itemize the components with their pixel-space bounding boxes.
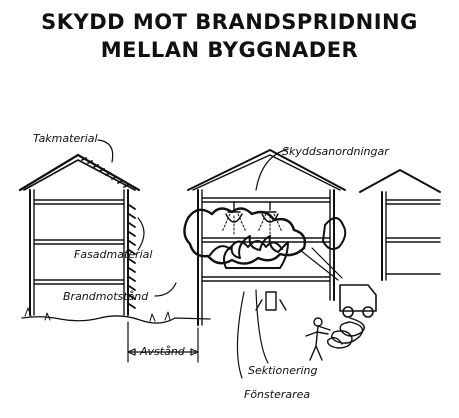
roof-material-hatching (81, 157, 129, 188)
label-brandmotstand: Brandmotstånd (63, 290, 149, 303)
diagram-title-line2: MELLAN BYGGNADER (100, 38, 359, 62)
label-fonsterarea: Fönsterarea (244, 388, 310, 401)
fire-smoke-cloud (183, 207, 307, 265)
firefighter (305, 317, 329, 361)
facade-material-hatching (128, 204, 136, 309)
leader-skyddsanordningar (255, 148, 289, 191)
leader-fasadmaterial (137, 217, 145, 251)
label-sektionering: Sektionering (248, 364, 318, 377)
right-building (359, 169, 441, 281)
label-takmaterial: Takmaterial (33, 132, 98, 145)
flames (223, 235, 289, 269)
sprinkler-right (257, 201, 283, 235)
left-building (18, 153, 141, 316)
leader-fonsterarea (236, 291, 245, 379)
label-fasadmaterial: Fasadmaterial (74, 248, 152, 261)
fire-hose (317, 317, 365, 349)
distance-dimension (127, 321, 199, 363)
fire-engine (299, 247, 377, 318)
center-building (183, 149, 347, 326)
sprinkler-left (221, 201, 247, 235)
leader-sektionering (255, 289, 269, 364)
diagram-title-line1: SKYDD MOT BRANDSPRIDNING (41, 10, 418, 34)
label-skyddsanordningar: Skyddsanordningar (282, 145, 390, 158)
label-avstand: Avstånd (139, 345, 186, 358)
ground (21, 307, 211, 324)
leader-brandmotstand (154, 282, 177, 297)
leader-takmaterial (97, 139, 114, 163)
